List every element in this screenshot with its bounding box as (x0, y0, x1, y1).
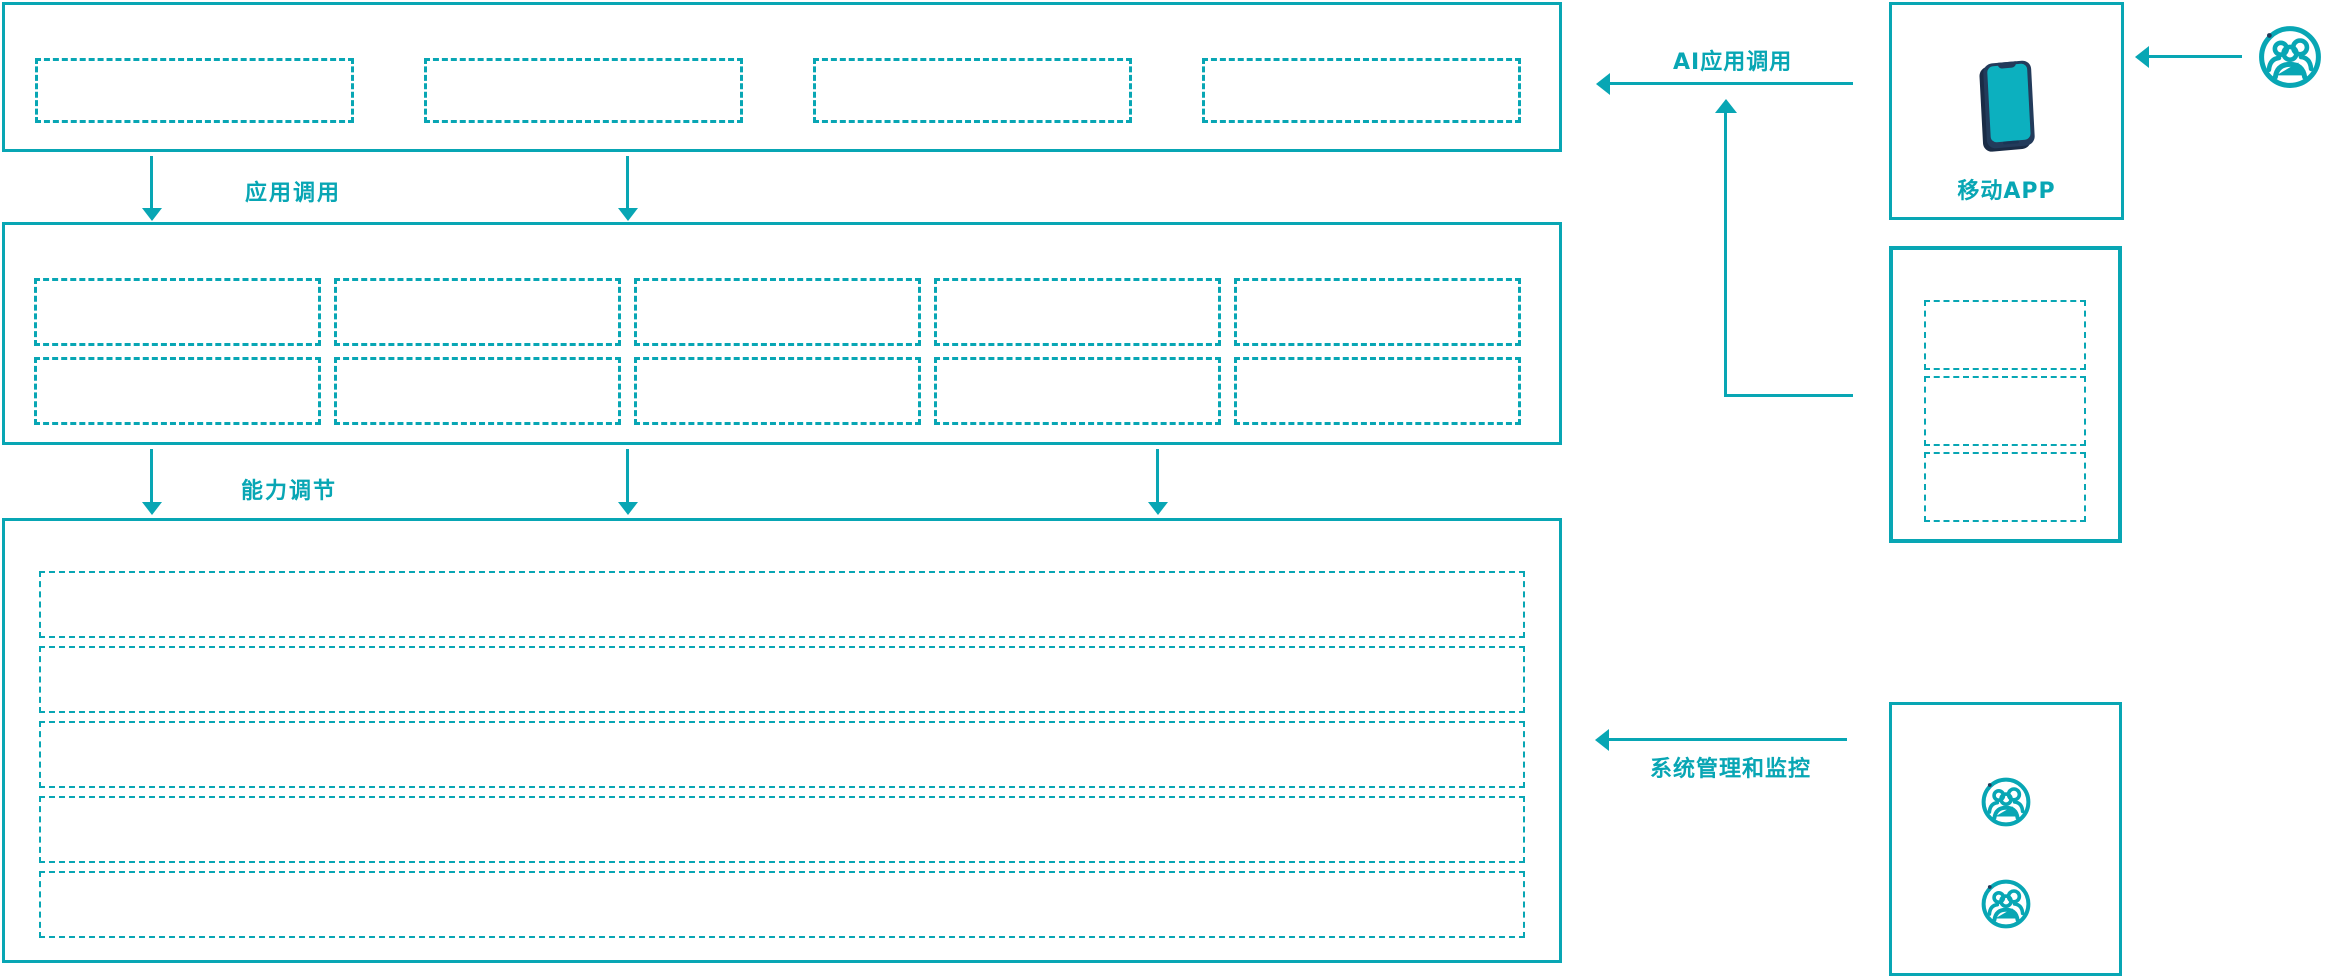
system-management-label: 系统管理和监控 (1650, 757, 1812, 782)
capability-placeholder-box (634, 278, 921, 346)
capability-placeholder-box (1234, 357, 1521, 425)
service-to-ai-connector-horizontal (1724, 394, 1853, 397)
capability-arrow-1 (150, 449, 153, 502)
platform-layer-placeholder-row (39, 721, 1525, 788)
app-call-arrow-2 (626, 156, 629, 208)
service-panel (1889, 246, 2122, 543)
operators-panel (1889, 702, 2122, 976)
mobile-app-label: 移动APP (1957, 179, 2056, 204)
service-placeholder-box (1924, 376, 2086, 446)
ai-app-call-arrow (1610, 82, 1853, 85)
capability-arrow-3 (1156, 449, 1159, 502)
application-placeholder-box (424, 58, 743, 123)
app-call-label: 应用调用 (245, 181, 342, 206)
app-call-arrow-1 (150, 156, 153, 208)
user-group-icon-top (2257, 24, 2323, 90)
service-placeholder-box (1924, 452, 2086, 522)
capability-adjust-label: 能力调节 (241, 479, 338, 504)
user-group-icon (1981, 879, 2030, 929)
smartphone-home-bar (2002, 140, 2020, 145)
ai-app-call-label: AI应用调用 (1673, 50, 1793, 75)
platform-layer-placeholder-row (39, 871, 1525, 938)
service-placeholder-box (1924, 300, 2086, 370)
smartphone-screen (1987, 63, 2031, 143)
bottom-platform-band (2, 518, 1562, 963)
system-management-arrow (1609, 738, 1847, 741)
application-placeholder-box (1202, 58, 1521, 123)
top-application-band (2, 2, 1562, 152)
platform-layer-placeholder-row (39, 796, 1525, 863)
capability-placeholder-box (934, 357, 1221, 425)
capability-placeholder-box (1234, 278, 1521, 346)
middle-capability-band (2, 222, 1562, 445)
smartphone-icon (1982, 59, 2036, 150)
service-to-ai-connector-vertical (1724, 113, 1727, 397)
capability-placeholder-box (334, 357, 621, 425)
user-to-mobile-arrow (2149, 55, 2242, 58)
application-placeholder-box (813, 58, 1132, 123)
user-group-icon (1981, 777, 2030, 827)
mobile-app-panel: 移动APP (1889, 2, 2124, 220)
capability-placeholder-box (34, 278, 321, 346)
platform-layer-placeholder-row (39, 571, 1525, 638)
application-placeholder-box (35, 58, 354, 123)
capability-placeholder-box (334, 278, 621, 346)
capability-placeholder-box (34, 357, 321, 425)
capability-placeholder-box (934, 278, 1221, 346)
platform-layer-placeholder-row (39, 646, 1525, 713)
capability-arrow-2 (626, 449, 629, 502)
capability-placeholder-box (634, 357, 921, 425)
